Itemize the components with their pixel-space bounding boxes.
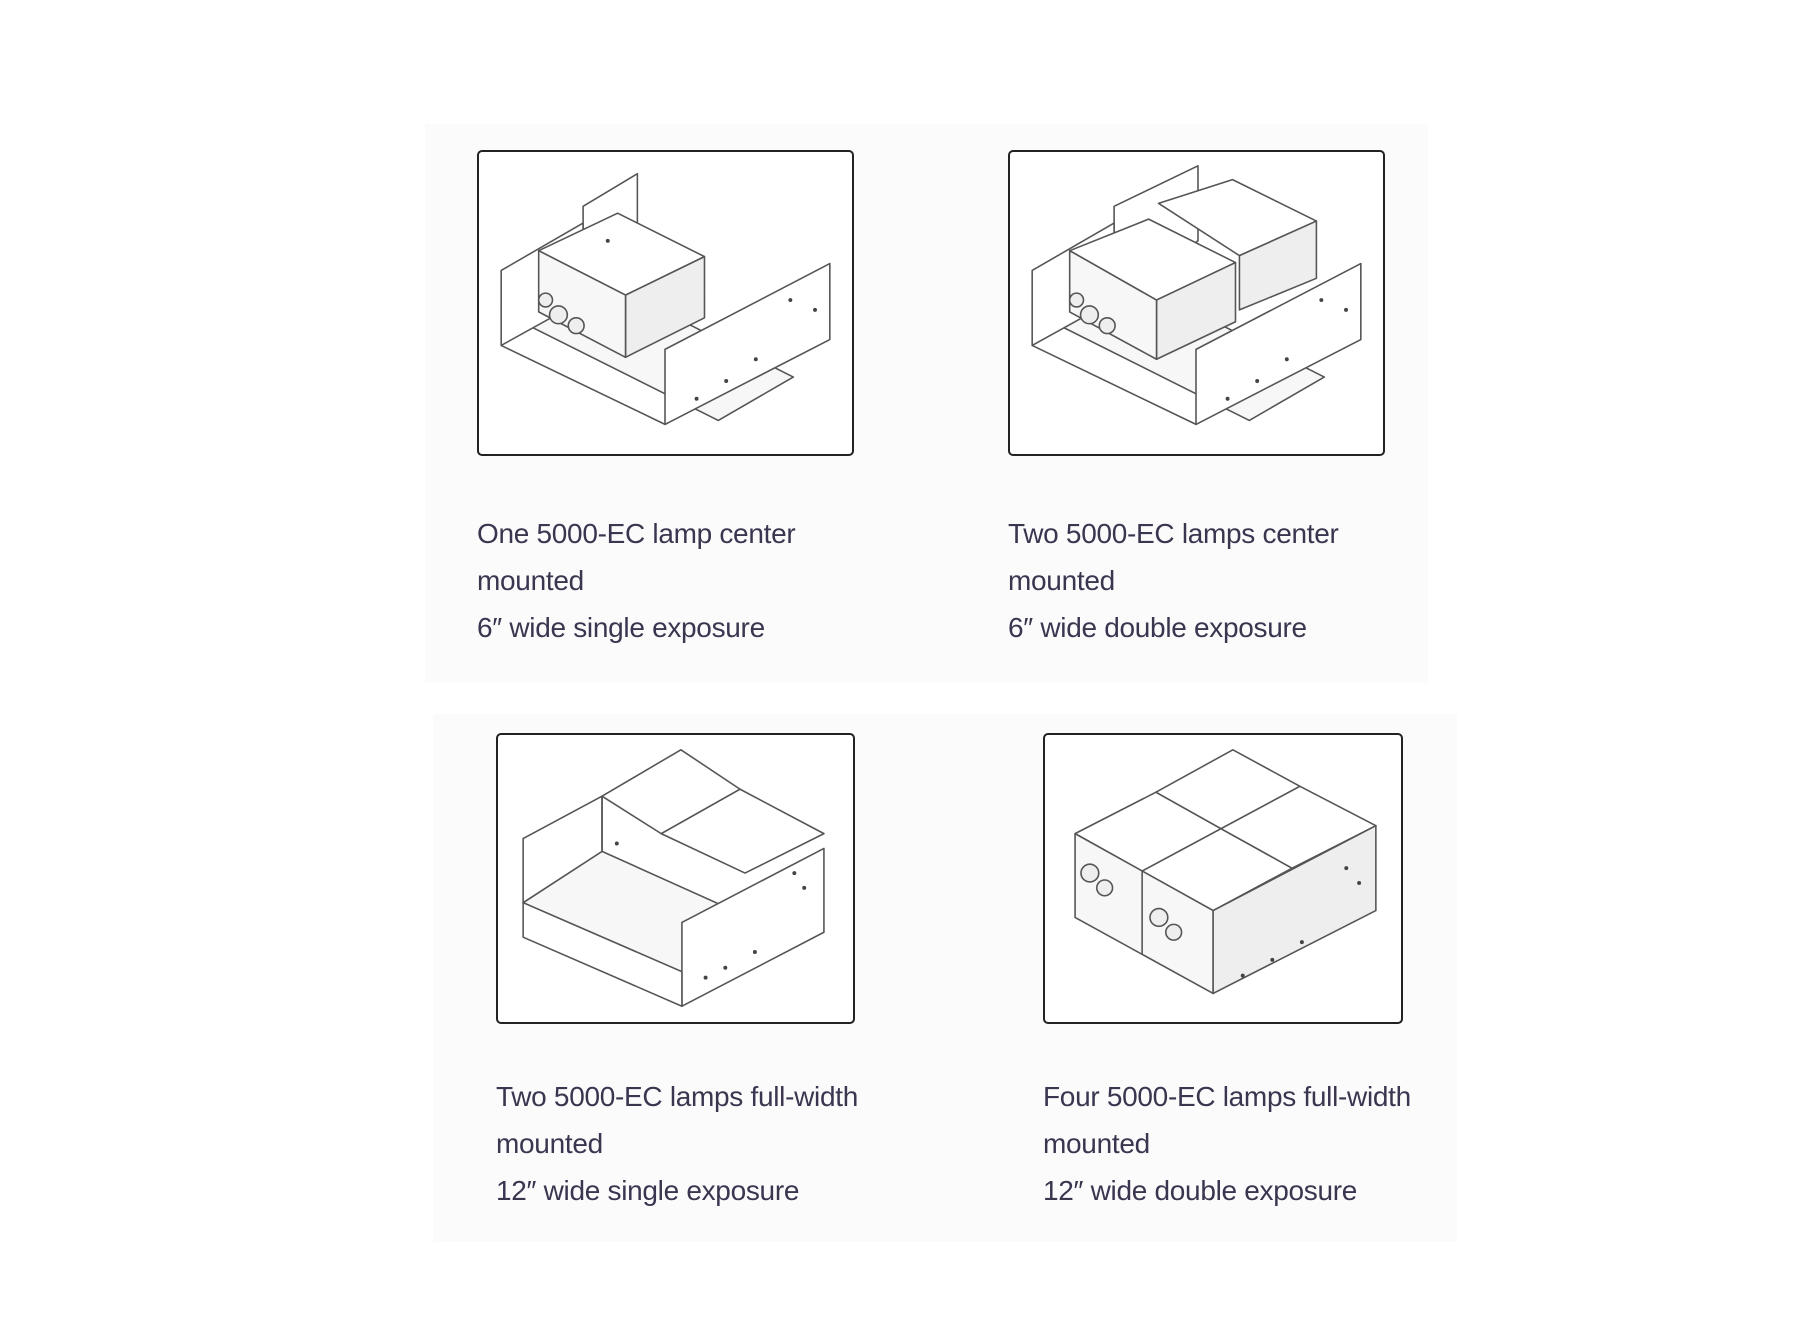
lamp-housing-drawing: [1074, 749, 1377, 995]
four-lamps-full-width-mounted-illustration: [1043, 733, 1403, 1024]
lamp-housing-drawing: [1031, 165, 1362, 426]
caption-line-mounting: mounted: [1008, 565, 1115, 596]
caption-one-lamp-center-mounted: One 5000-EC lamp center mounted 6″ wide …: [477, 510, 796, 651]
caption-line-title: Four 5000-EC lamps full-width: [1043, 1081, 1411, 1112]
caption-two-lamps-full-width-mounted: Two 5000-EC lamps full-width mounted 12″…: [496, 1073, 858, 1214]
caption-line-exposure: 6″ wide single exposure: [477, 612, 765, 643]
lamp-housing-drawing: [522, 749, 825, 1008]
two-lamps-full-width-mounted-illustration: [496, 733, 855, 1024]
caption-line-mounting: mounted: [496, 1128, 603, 1159]
caption-line-title: One 5000-EC lamp center: [477, 518, 796, 549]
caption-line-title: Two 5000-EC lamps center: [1008, 518, 1339, 549]
lamp-housing-drawing: [500, 172, 831, 426]
two-lamps-center-mounted-illustration: [1008, 150, 1385, 456]
caption-four-lamps-full-width-mounted: Four 5000-EC lamps full-width mounted 12…: [1043, 1073, 1411, 1214]
caption-line-title: Two 5000-EC lamps full-width: [496, 1081, 858, 1112]
caption-line-exposure: 6″ wide double exposure: [1008, 612, 1307, 643]
caption-line-mounting: mounted: [477, 565, 584, 596]
caption-line-exposure: 12″ wide single exposure: [496, 1175, 800, 1206]
one-lamp-center-mounted-illustration: [477, 150, 854, 456]
caption-line-exposure: 12″ wide double exposure: [1043, 1175, 1358, 1206]
caption-line-mounting: mounted: [1043, 1128, 1150, 1159]
caption-two-lamps-center-mounted: Two 5000-EC lamps center mounted 6″ wide…: [1008, 510, 1339, 651]
